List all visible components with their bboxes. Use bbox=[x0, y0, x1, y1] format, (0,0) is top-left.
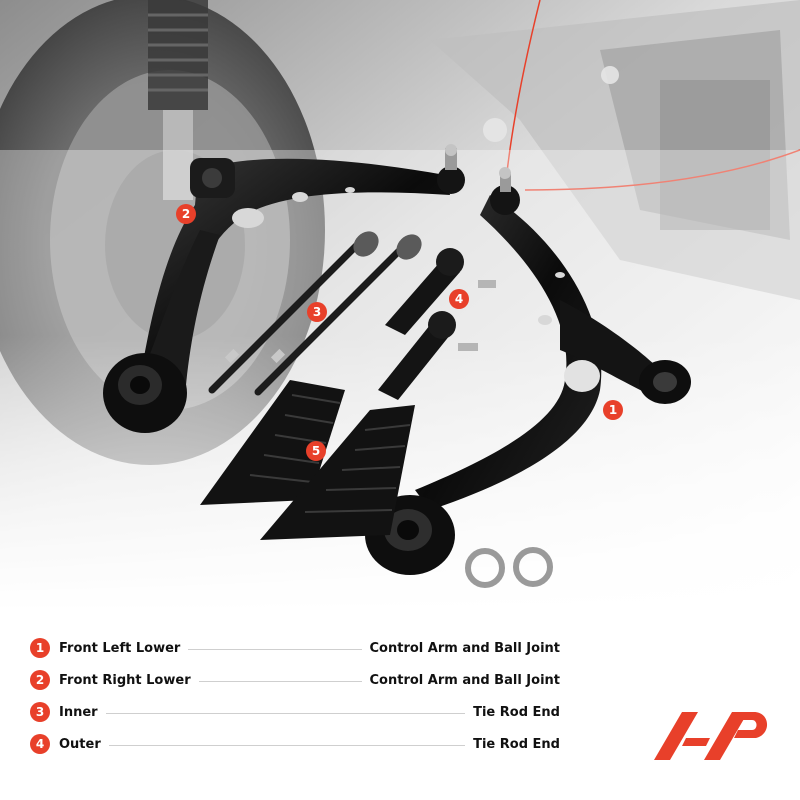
legend-part-position: Front Right Lower bbox=[59, 672, 191, 688]
legend-row: 1 Front Left Lower Control Arm and Ball … bbox=[30, 632, 560, 664]
legend-number-badge: 2 bbox=[30, 670, 50, 690]
callout-4: 4 bbox=[449, 289, 469, 309]
legend-part-type: Control Arm and Ball Joint bbox=[369, 640, 560, 656]
svg-text:5: 5 bbox=[312, 444, 320, 458]
legend-part-position: Inner bbox=[59, 704, 98, 720]
control-arm-right bbox=[103, 144, 465, 433]
legend-row: 3 Inner Tie Rod End bbox=[30, 696, 560, 728]
brand-logo-icon bbox=[648, 708, 774, 764]
legend-leader-line bbox=[188, 648, 362, 650]
legend-leader-line bbox=[105, 712, 466, 714]
steering-boots bbox=[200, 380, 415, 540]
legend-number-badge: 4 bbox=[30, 734, 50, 754]
svg-text:1: 1 bbox=[609, 403, 617, 417]
legend-number-badge: 1 bbox=[30, 638, 50, 658]
legend-part-type: Control Arm and Ball Joint bbox=[369, 672, 560, 688]
legend-number-badge: 3 bbox=[30, 702, 50, 722]
legend-part-position: Front Left Lower bbox=[59, 640, 181, 656]
outer-tie-rod-ends bbox=[378, 248, 496, 400]
callout-2: 2 bbox=[176, 204, 196, 224]
legend-leader-line bbox=[108, 744, 466, 746]
svg-text:3: 3 bbox=[313, 305, 321, 319]
lock-washers bbox=[465, 547, 553, 588]
product-image: 2 3 4 5 1 bbox=[0, 0, 800, 610]
callout-3: 3 bbox=[307, 302, 327, 322]
legend-part-type: Tie Rod End bbox=[473, 704, 560, 720]
legend-part-position: Outer bbox=[59, 736, 101, 752]
legend-row: 4 Outer Tie Rod End bbox=[30, 728, 560, 760]
svg-text:2: 2 bbox=[182, 207, 190, 221]
legend-part-type: Tie Rod End bbox=[473, 736, 560, 752]
callout-5: 5 bbox=[306, 441, 326, 461]
parts-legend: 1 Front Left Lower Control Arm and Ball … bbox=[30, 632, 560, 760]
legend-row: 2 Front Right Lower Control Arm and Ball… bbox=[30, 664, 560, 696]
product-photo: 2 3 4 5 1 bbox=[0, 0, 800, 610]
legend-leader-line bbox=[198, 680, 362, 682]
control-arm-left bbox=[365, 167, 691, 575]
inner-tie-rods bbox=[208, 231, 422, 396]
callout-1: 1 bbox=[603, 400, 623, 420]
svg-text:4: 4 bbox=[455, 292, 463, 306]
